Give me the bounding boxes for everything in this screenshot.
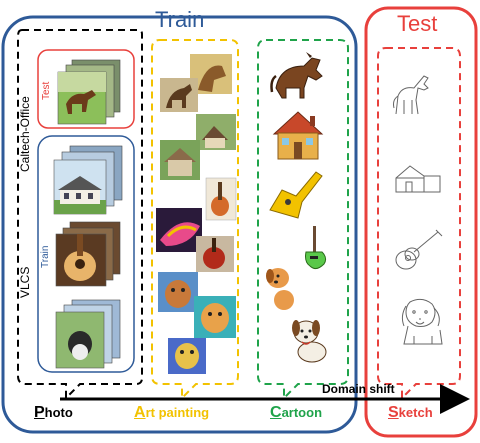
- domain-shift-label: Domain shift: [322, 382, 395, 396]
- horse-photo-icon: [57, 59, 121, 125]
- house-cartoon-icon: [272, 111, 324, 160]
- guitar-painting-icon: [205, 177, 237, 221]
- dog-photo-icon: [55, 299, 121, 369]
- dog-sketch-icon: [401, 298, 443, 345]
- horse-cartoon-icon: [270, 52, 323, 99]
- cartoon-initial: C: [270, 404, 282, 421]
- dog-cartoon-icon: [292, 320, 327, 363]
- vlcs-train-box: [37, 135, 135, 373]
- art-domain-label: Art painting: [134, 405, 209, 421]
- sketch-initial: S: [388, 404, 399, 421]
- guitar-painting-icon: [156, 208, 202, 252]
- guitar-cartoon-icon: [305, 226, 327, 270]
- art-initial: A: [134, 404, 146, 421]
- art-rest: rt painting: [145, 405, 210, 420]
- house-sketch-icon: [395, 165, 441, 193]
- test-box: [364, 6, 478, 438]
- art-dashed-region: [151, 39, 239, 401]
- caltech-test-box: [37, 49, 135, 129]
- cartoon-rest: artoon: [281, 405, 323, 420]
- train-title: Train: [155, 7, 205, 32]
- horse-painting-icon: [160, 78, 198, 112]
- sketch-rest: ketch: [398, 405, 433, 420]
- sketch-dashed-region: [377, 47, 461, 401]
- cartoon-domain-label: Cartoon: [270, 405, 322, 421]
- house-painting-icon: [196, 114, 236, 150]
- photo-initial: P: [34, 404, 45, 421]
- photo-rest: hoto: [44, 405, 73, 420]
- sketch-domain-label: Sketch: [388, 405, 433, 421]
- test-title: Test: [397, 11, 438, 36]
- photo-dashed-region: [17, 29, 143, 401]
- horse-painting-icon: [190, 54, 232, 94]
- dog-painting-icon: [168, 338, 206, 374]
- small-train-label: Train: [40, 245, 51, 268]
- photo-domain-label: Photo: [34, 405, 73, 421]
- dog-painting-icon: [158, 272, 198, 312]
- dog-painting-icon: [194, 296, 236, 338]
- train-box: [1, 15, 358, 434]
- guitar-painting-icon: [196, 236, 234, 272]
- vlcs-label: VLCS: [18, 266, 32, 298]
- small-test-label: Test: [41, 81, 52, 100]
- guitar-sketch-icon: [395, 229, 443, 270]
- dog-cartoon-icon: [266, 268, 294, 310]
- house-photo-icon: [53, 145, 123, 215]
- guitar-cartoon-icon: [269, 171, 323, 219]
- guitar-photo-icon: [55, 221, 121, 287]
- house-painting-icon: [160, 140, 200, 180]
- horse-sketch-icon: [393, 75, 429, 115]
- caltech-office-label: Caltech-Office: [18, 96, 32, 172]
